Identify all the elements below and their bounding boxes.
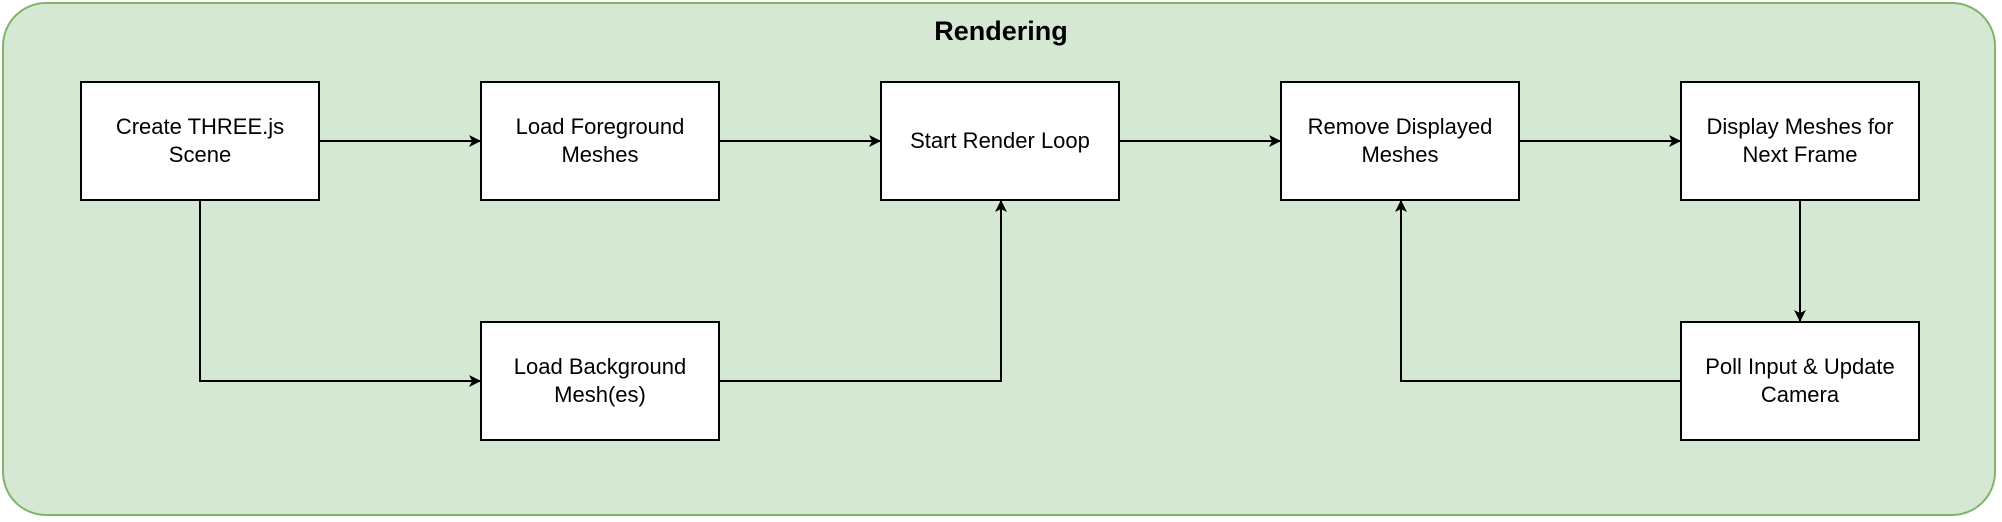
node-start-render-loop-label: Start Render Loop (910, 128, 1090, 153)
node-start-render-loop: Start Render Loop (880, 81, 1120, 201)
node-create-scene: Create THREE.js Scene (80, 81, 320, 201)
edge-load-background-to-start-render-loop (720, 200, 1007, 382)
node-display-meshes-label: Display Meshes for Next Frame (1706, 114, 1894, 167)
diagram-title: Rendering (934, 16, 1068, 46)
node-poll-input: Poll Input & Update Camera (1680, 321, 1920, 441)
node-load-foreground-label: Load Foreground Meshes (515, 114, 685, 167)
node-display-meshes: Display Meshes for Next Frame (1680, 81, 1920, 201)
edge-create-scene-to-load-background (199, 201, 481, 387)
node-load-foreground: Load Foreground Meshes (480, 81, 720, 201)
node-poll-input-label: Poll Input & Update Camera (1705, 354, 1895, 407)
edge-poll-input-to-remove-displayed (1395, 200, 1680, 382)
node-remove-displayed-label: Remove Displayed Meshes (1307, 114, 1493, 167)
node-load-background-label: Load Background Mesh(es) (513, 354, 687, 407)
node-create-scene-label: Create THREE.js Scene (115, 114, 285, 167)
node-load-background: Load Background Mesh(es) (480, 321, 720, 441)
node-remove-displayed: Remove Displayed Meshes (1280, 81, 1520, 201)
